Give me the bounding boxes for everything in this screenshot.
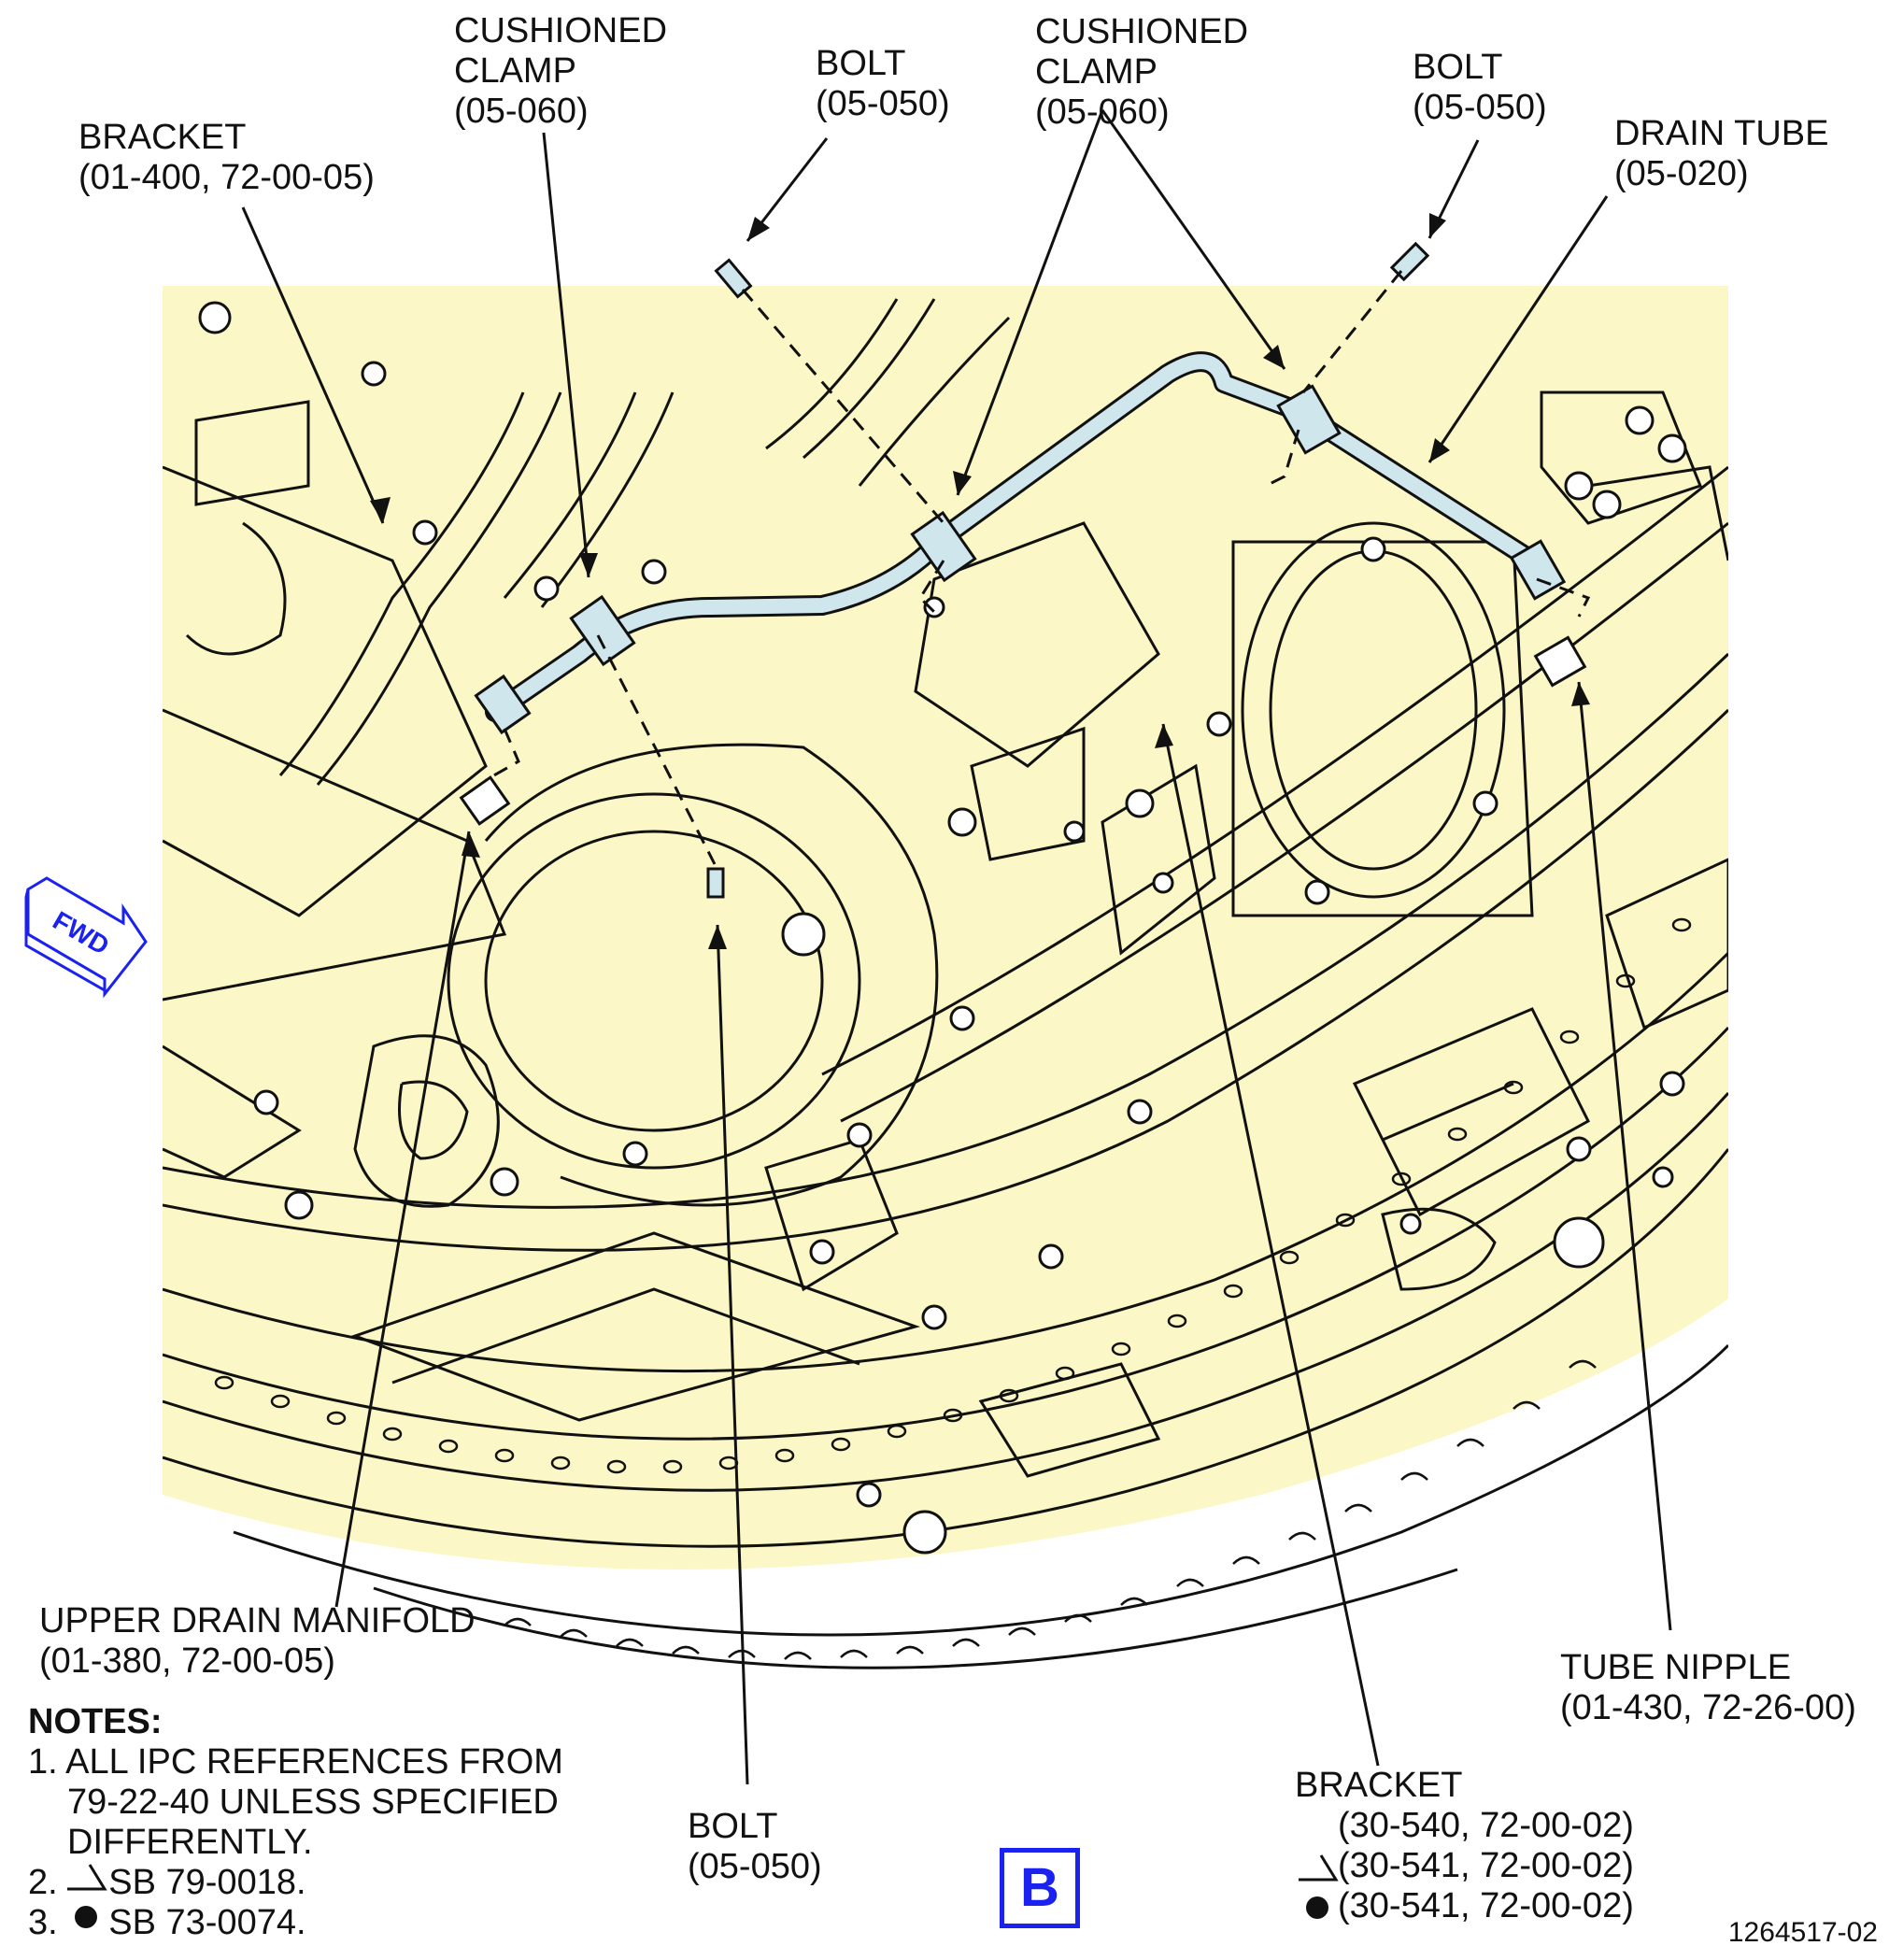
label-line: CUSHIONED [454,11,668,50]
label-line: (05-060) [1035,92,1170,132]
fwd-arrow-icon [24,876,148,999]
bolt-shapes [706,241,1430,899]
label-line: (05-020) [1614,154,1749,193]
label-upper-drain-manifold: UPPER DRAIN MANIFOLD (01-380, 72-00-05) [39,1601,476,1682]
label-line: (30-541, 72-00-02) [1338,1846,1634,1885]
label-line: TUBE NIPPLE [1560,1648,1792,1687]
label-cushioned-clamp-left: CUSHIONED CLAMP (05-060) [454,11,667,132]
label-line: (01-430, 72-26-00) [1560,1688,1856,1727]
label-bolt-bottom: BOLT (05-050) [688,1807,822,1887]
label-line: UPPER DRAIN MANIFOLD [39,1601,476,1640]
label-line: BRACKET [78,118,247,157]
note-3: 3. SB 73-0074. [28,1903,563,1943]
note-3-number: 3. [28,1903,58,1942]
note-2-text: SB 79-0018. [108,1863,306,1902]
label-line: BRACKET [1295,1766,1463,1805]
drain-tube [474,351,1567,735]
label-line: (01-400, 72-00-05) [78,158,375,197]
engine-panel [163,286,1728,1687]
label-line: CLAMP [454,51,576,91]
note-1-continued: DIFFERENTLY. [67,1823,313,1862]
leader-arrowheads [370,213,1590,949]
note-2-number: 2. [28,1863,58,1902]
assembly-dashes [485,270,1591,865]
note-1-continued: 79-22-40 UNLESS SPECIFIED [67,1782,559,1822]
label-line: DRAIN TUBE [1614,114,1829,153]
label-tube-nipple: TUBE NIPPLE (01-430, 72-26-00) [1560,1648,1856,1728]
note-3-text: SB 73-0074. [108,1903,306,1942]
label-drain-tube: DRAIN TUBE (05-020) [1614,114,1828,194]
label-bolt-right: BOLT (05-050) [1413,48,1547,128]
note-1: 1. ALL IPC REFERENCES FROM [28,1742,563,1782]
label-cushioned-clamp-right: CUSHIONED CLAMP (05-060) [1035,12,1248,133]
label-bracket-top: BRACKET (01-400, 72-00-05) [78,118,375,198]
note-symbols [67,1854,1339,1891]
label-line: (01-380, 72-00-05) [39,1641,335,1681]
label-line: (30-541, 72-00-02) [1338,1886,1634,1925]
label-bolt-left: BOLT (05-050) [816,44,950,124]
label-bracket-bottom: BRACKET (30-540, 72-00-02) (30-541, 72-0… [1295,1766,1634,1926]
notes-title: NOTES: [28,1702,163,1741]
label-line: CLAMP [1035,52,1158,92]
label-line: (05-050) [688,1847,822,1886]
label-line: BOLT [1413,48,1503,87]
note-2: 2. SB 79-0018. [28,1863,563,1903]
notes-block: NOTES: 1. ALL IPC REFERENCES FROM 79-22-… [28,1702,563,1943]
view-letter: B [1020,1857,1059,1918]
leader-lines [241,109,1672,1785]
label-line: BOLT [816,44,906,83]
note-dot-icon [75,1906,97,1928]
tube-nipple-shape [459,635,1587,826]
bracket-dot-icon [1306,1896,1328,1919]
label-line: (05-060) [454,92,589,131]
label-line: (30-540, 72-00-02) [1338,1806,1634,1845]
figure-number: 1264517-02 [1727,1917,1878,1948]
label-line: (05-050) [1413,88,1547,127]
label-line: BOLT [688,1807,778,1846]
label-line: (05-050) [816,84,950,123]
label-line: CUSHIONED [1035,12,1249,51]
view-letter-box: B [1000,1848,1080,1928]
